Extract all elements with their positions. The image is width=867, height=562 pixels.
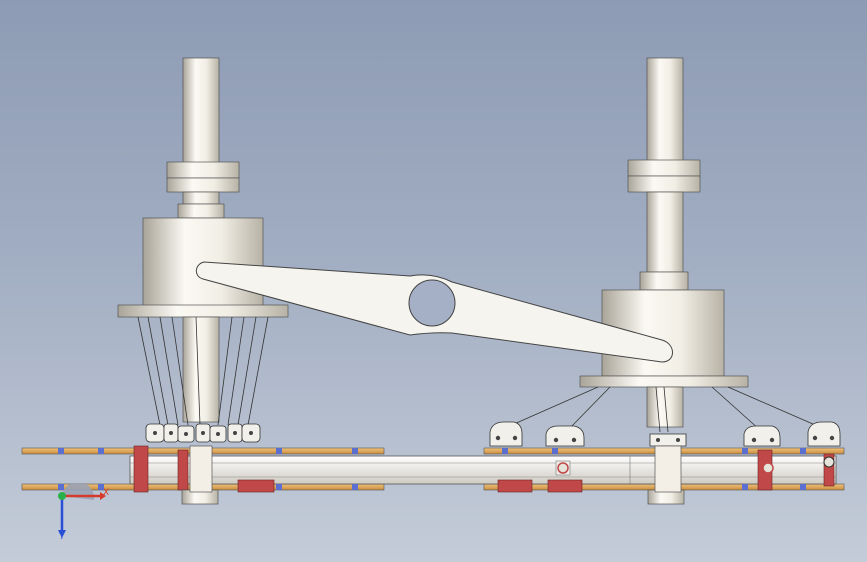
left-clamp-bolts <box>153 431 253 436</box>
left-collar-upper[interactable] <box>166 161 240 179</box>
y-axis-arrowhead <box>58 530 66 538</box>
left-spokes <box>137 316 269 426</box>
right-clamp-bolts <box>495 435 835 443</box>
x-axis-arrowhead <box>100 492 106 500</box>
right-neck[interactable] <box>639 271 689 291</box>
rail-pivot-right[interactable] <box>762 462 774 474</box>
left-neck[interactable] <box>177 203 225 219</box>
triad-arc <box>62 484 95 500</box>
right-shaft-bottom[interactable] <box>646 386 684 428</box>
z-axis-dot <box>58 492 66 500</box>
left-shaft-bottom[interactable] <box>182 316 220 423</box>
left-shaft-mid[interactable] <box>182 191 220 205</box>
central-rail[interactable] <box>129 455 837 485</box>
orientation-triad <box>58 484 106 538</box>
x-axis-label: X <box>103 488 110 498</box>
y-axis-label: Y <box>59 532 65 542</box>
left-shaft-rail-section[interactable] <box>189 445 213 493</box>
right-flange[interactable] <box>579 375 749 388</box>
left-flange[interactable] <box>117 304 289 318</box>
right-collar-upper[interactable] <box>627 159 701 177</box>
left-column[interactable] <box>117 57 289 423</box>
right-shaft-top[interactable] <box>646 57 684 167</box>
link-arm-hole <box>408 279 456 327</box>
rail-pivot-left[interactable] <box>557 462 569 474</box>
right-shaft-mid[interactable] <box>646 191 684 273</box>
right-collar-lower[interactable] <box>627 175 701 193</box>
rail-end-pin[interactable] <box>823 456 835 468</box>
left-collar-lower[interactable] <box>166 177 240 193</box>
right-spokes <box>504 386 823 433</box>
left-shaft-top[interactable] <box>182 57 220 169</box>
right-column[interactable] <box>579 57 749 428</box>
right-shaft-rail-section[interactable] <box>654 445 682 493</box>
